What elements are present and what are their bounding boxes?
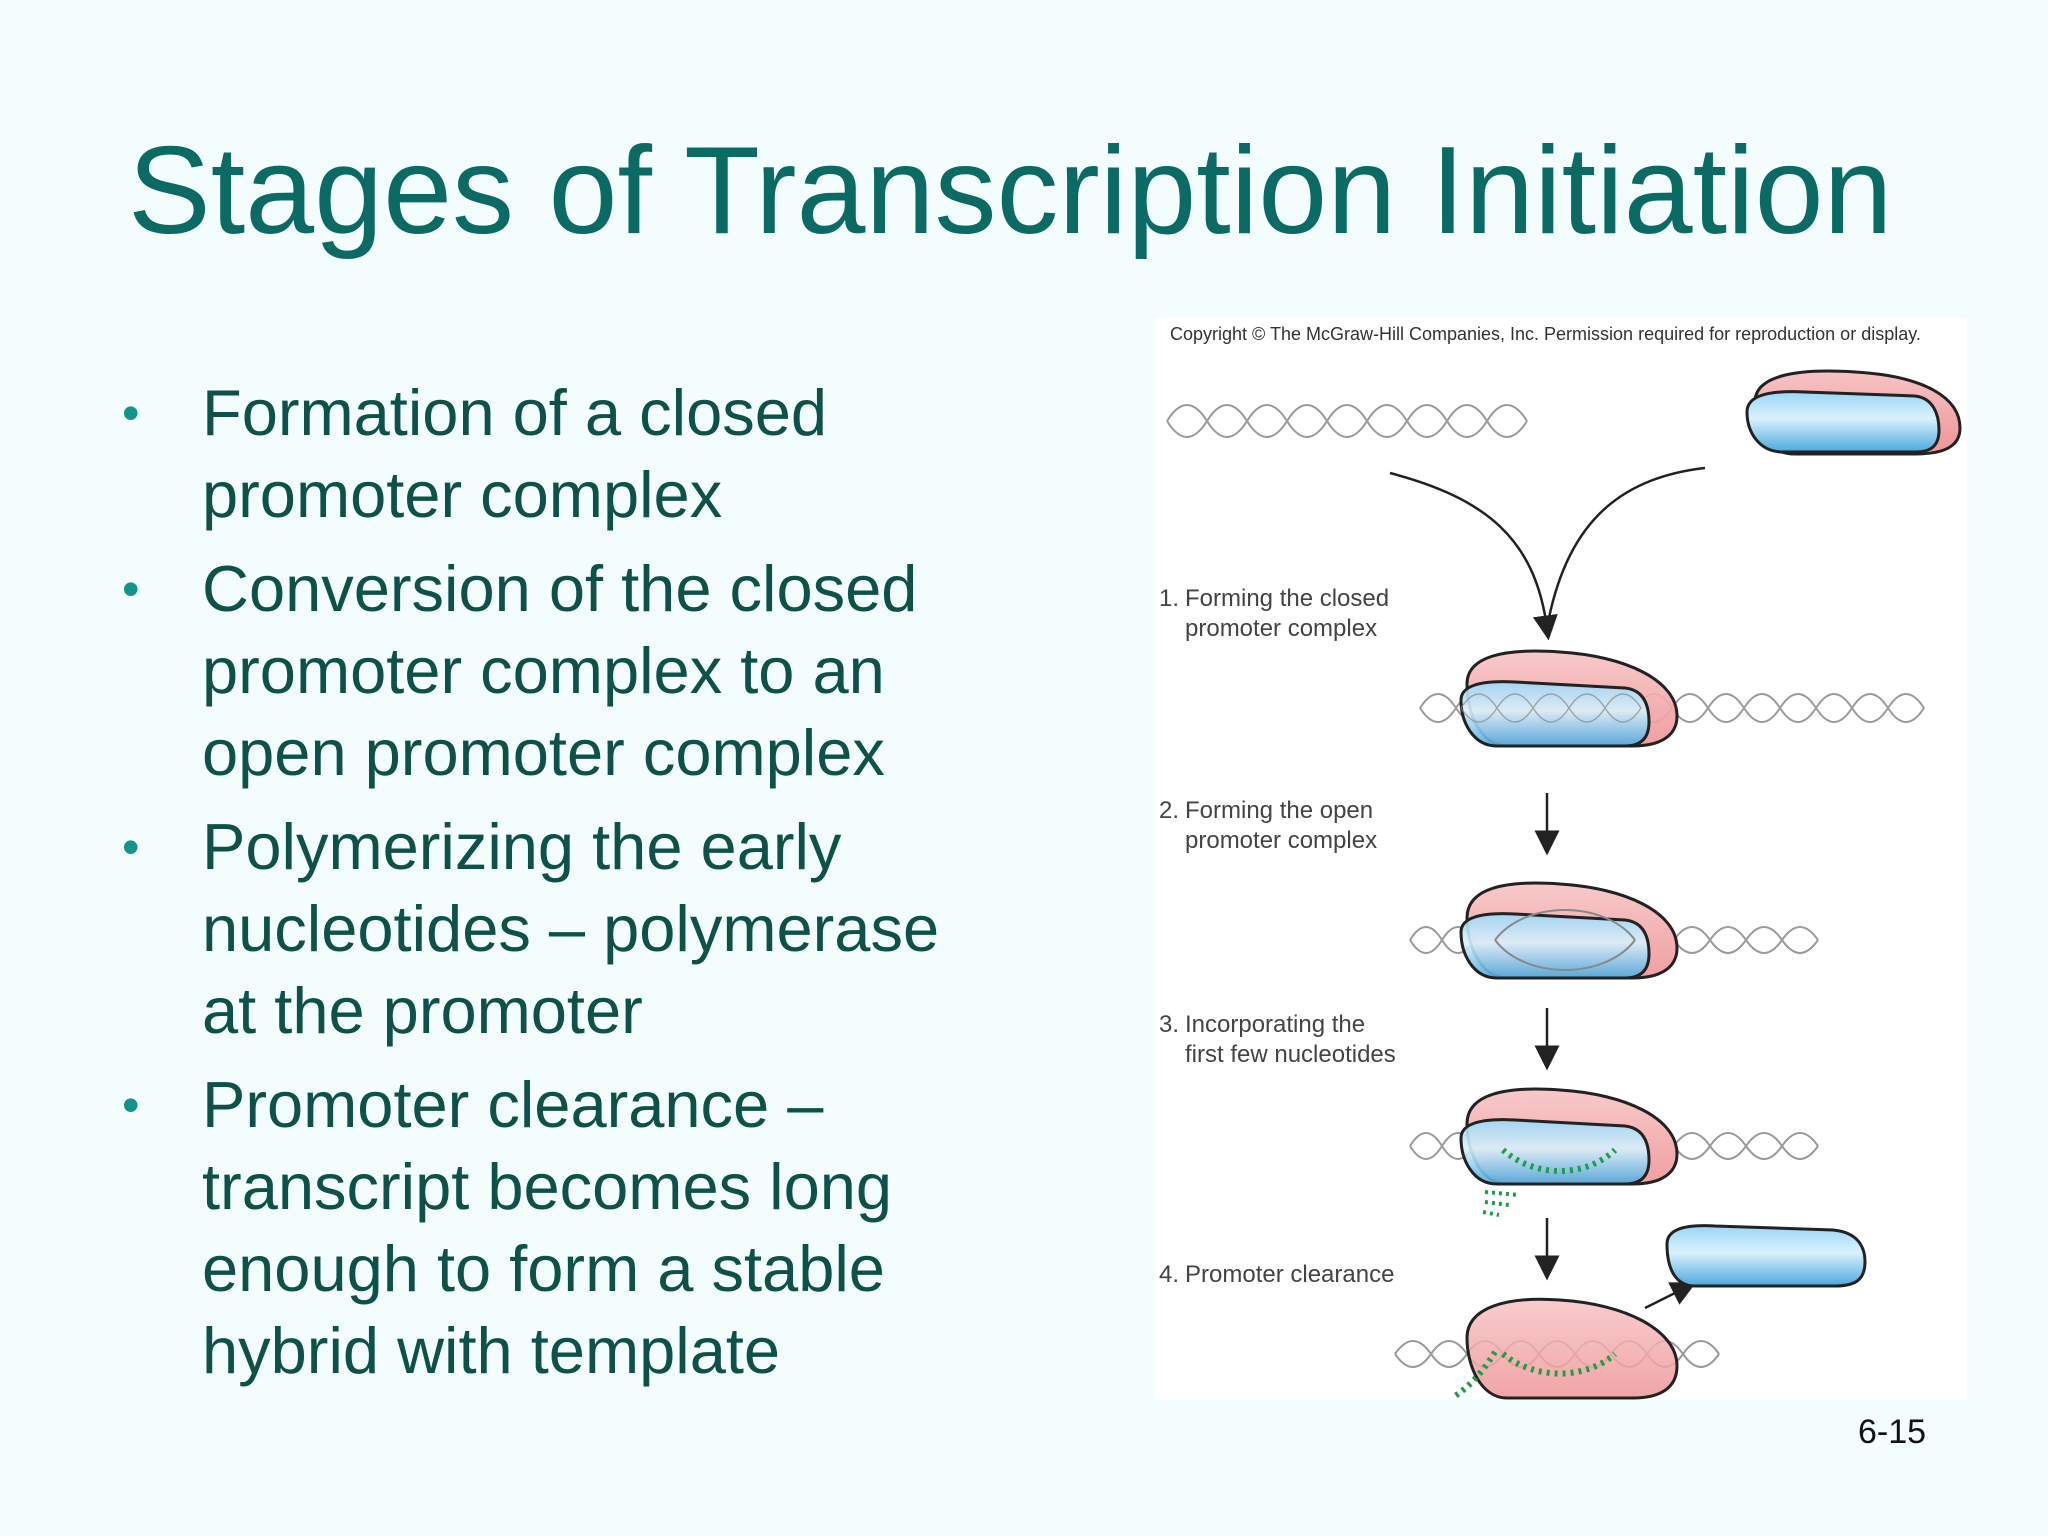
bullet-line: nucleotides – polymerase [202,892,940,965]
step-text: Incorporating the [1185,1011,1366,1038]
open-promoter-complex [1409,881,1819,980]
step-text: Promoter clearance [1185,1261,1395,1288]
bullet-line: Conversion of the closed [202,552,918,625]
page-number: 6-15 [1858,1413,1927,1451]
bullet-item: • Conversion of the closed promoter comp… [118,548,1018,794]
step-label-3: 3.Incorporating the first few nucleotide… [1159,1010,1396,1070]
step-text: promoter complex [1185,615,1378,642]
copyright-notice: Copyright © The McGraw-Hill Companies, I… [1170,324,1921,344]
step-text: first few nucleotides [1185,1041,1396,1068]
bullet-line: Promoter clearance – [202,1068,824,1141]
rna-polymerase-holoenzyme [1745,369,1962,456]
converging-arrows [1389,466,1706,641]
bullet-dot-icon: • [122,1077,140,1133]
promoter-clearance-complex [1394,1297,1720,1400]
arrow-diagonal-icon [1644,1282,1697,1310]
dna-helix-free [1166,404,1528,438]
bullet-line: at the promoter [202,974,643,1047]
step-text: Forming the open [1185,797,1374,824]
closed-promoter-complex [1419,649,1925,748]
bullet-item: • Promoter clearance – transcript become… [118,1064,1018,1392]
step-number: 4. [1159,1261,1180,1288]
transcription-diagram [1166,369,1962,1400]
transcription-figure: Copyright © The McGraw-Hill Companies, I… [1155,318,1967,1400]
bullet-line: hybrid with template [202,1314,781,1387]
step-number: 1. [1159,585,1180,612]
bullet-item: • Polymerizing the early nucleotides – p… [118,806,1018,1052]
bullet-line: Polymerizing the early [202,810,842,883]
bullet-line: Formation of a closed [202,376,828,449]
step-number: 2. [1159,797,1180,824]
bullet-dot-icon: • [122,561,140,617]
bullet-dot-icon: • [122,819,140,875]
bullet-line: promoter complex [202,458,723,531]
step-label-1: 1.Forming the closed promoter complex [1159,584,1389,644]
bullet-item: • Formation of a closed promoter complex [118,372,1018,536]
step-label-2: 2.Forming the open promoter complex [1159,796,1377,856]
step-number: 3. [1159,1011,1180,1038]
step-label-4: 4.Promoter clearance [1159,1260,1394,1290]
bullet-line: enough to form a stable [202,1232,885,1305]
bullet-list: • Formation of a closed promoter complex… [118,372,1018,1404]
initiating-complex [1409,1087,1819,1217]
released-core-enzyme [1665,1224,1867,1288]
bullet-line: transcript becomes long [202,1150,893,1223]
bullet-line: promoter complex to an [202,634,885,707]
bullet-line: open promoter complex [202,716,885,789]
slide-title: Stages of Transcription Initiation [128,122,1893,260]
step-text: promoter complex [1185,827,1378,854]
bullet-dot-icon: • [122,385,140,441]
step-text: Forming the closed [1185,585,1390,612]
